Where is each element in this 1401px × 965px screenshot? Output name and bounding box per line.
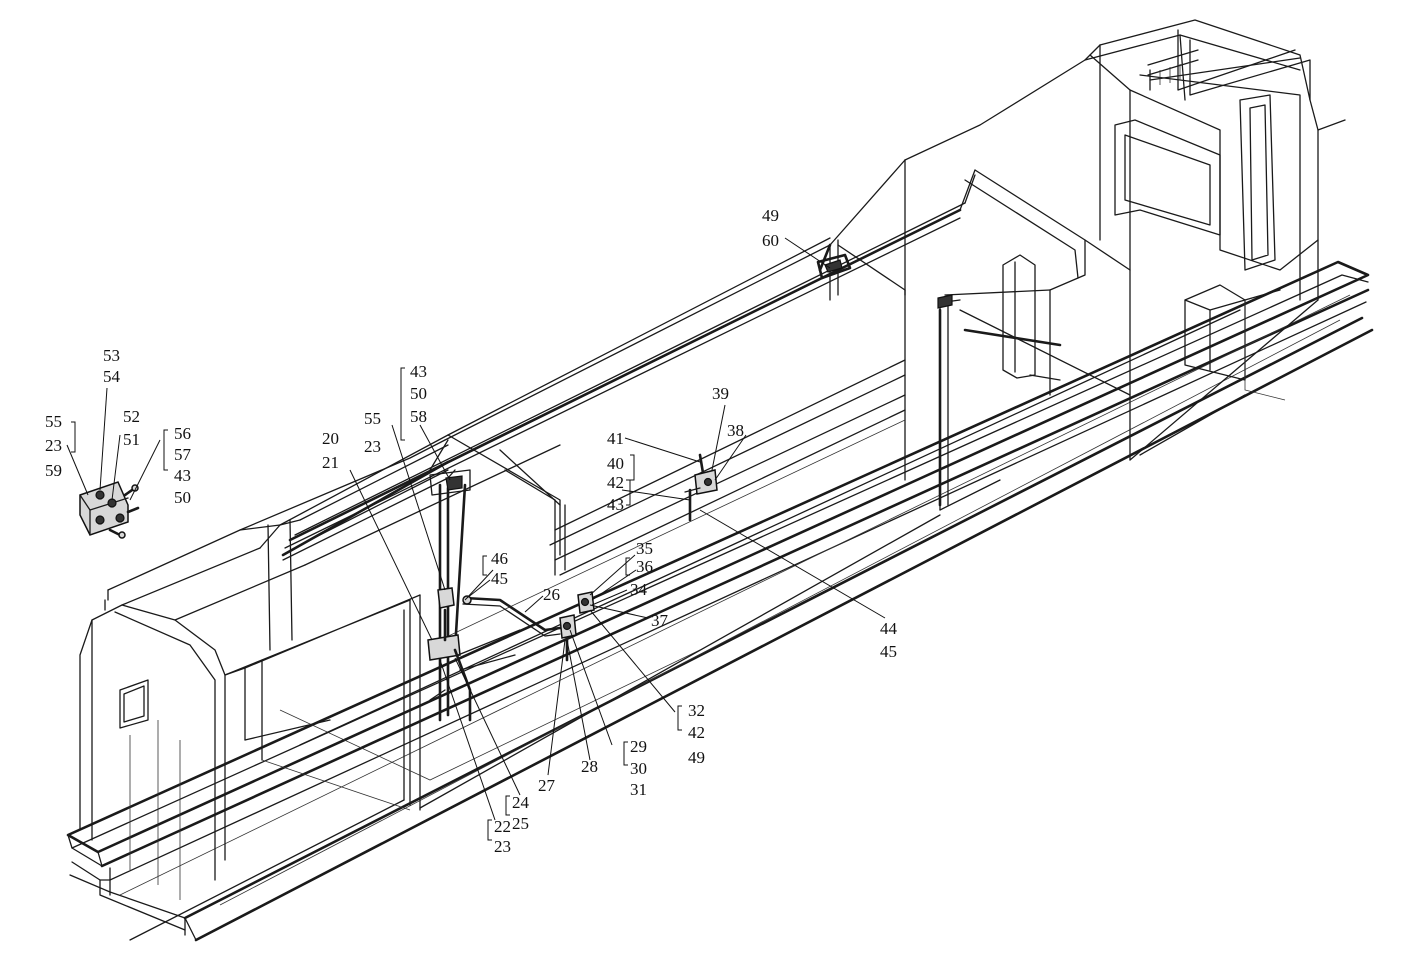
label-50: 50	[174, 488, 191, 507]
valve-upper	[684, 453, 718, 522]
label-56: 56	[174, 424, 191, 443]
label-29: 29	[630, 737, 647, 756]
label-55: 55	[364, 409, 381, 428]
label-39: 39	[712, 384, 729, 403]
equipment-column	[937, 254, 1062, 507]
label-36: 36	[636, 557, 653, 576]
right-cab	[1084, 19, 1346, 461]
label-31: 31	[630, 780, 647, 799]
label-50: 50	[410, 384, 427, 403]
label-51: 51	[123, 430, 140, 449]
detached-valve-block	[79, 481, 140, 539]
left-cab	[79, 439, 446, 900]
label-57: 57	[174, 445, 191, 464]
label-45: 45	[491, 569, 508, 588]
label-23: 23	[364, 437, 381, 456]
label-20: 20	[322, 429, 339, 448]
label-30: 30	[630, 759, 647, 778]
label-59: 59	[45, 461, 62, 480]
label-23: 23	[45, 436, 62, 455]
label-23: 23	[494, 837, 511, 856]
label-45: 45	[880, 642, 897, 661]
roof-fitting	[816, 243, 852, 280]
label-49: 49	[762, 206, 779, 225]
label-53: 53	[103, 346, 120, 365]
label-27: 27	[538, 776, 555, 795]
label-60: 60	[762, 231, 779, 250]
underframe	[66, 260, 1374, 942]
label-43: 43	[174, 466, 191, 485]
label-43: 43	[410, 362, 427, 381]
left-pipe-column	[427, 439, 521, 722]
label-brackets	[71, 367, 682, 841]
label-41: 41	[607, 429, 624, 448]
pipe-26	[462, 595, 562, 637]
label-44: 44	[880, 619, 897, 638]
label-58: 58	[410, 407, 427, 426]
label-24: 24	[512, 793, 529, 812]
label-42: 42	[607, 473, 624, 492]
label-26: 26	[543, 585, 560, 604]
label-55: 55	[45, 412, 62, 431]
leader-lines	[66, 237, 886, 821]
label-32: 32	[688, 701, 705, 720]
label-49: 49	[688, 748, 705, 767]
label-52: 52	[123, 407, 140, 426]
label-25: 25	[512, 814, 529, 833]
label-38: 38	[727, 421, 744, 440]
label-42: 42	[688, 723, 705, 742]
label-22: 22	[494, 817, 511, 836]
label-46: 46	[491, 549, 508, 568]
label-21: 21	[322, 453, 339, 472]
label-54: 54	[103, 367, 120, 386]
label-35: 35	[636, 539, 653, 558]
label-43: 43	[607, 495, 624, 514]
label-34: 34	[630, 580, 647, 599]
label-40: 40	[607, 454, 624, 473]
label-28: 28	[581, 757, 598, 776]
label-37: 37	[651, 611, 668, 630]
